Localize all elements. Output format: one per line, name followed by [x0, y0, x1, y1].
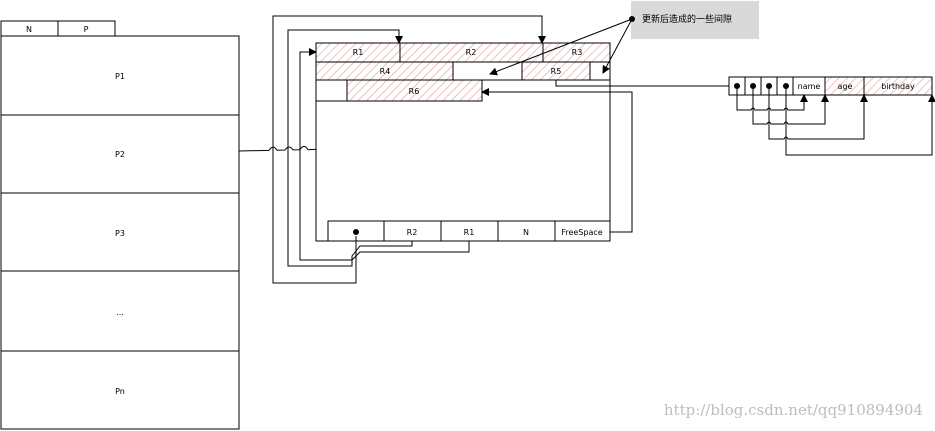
- page-cell-5: [0, 350, 240, 430]
- page-label-1: P1: [115, 72, 125, 81]
- annotation-arrow-2: [602, 18, 633, 74]
- gap-3: [315, 79, 348, 102]
- record-r5-label: R5: [551, 67, 562, 76]
- field-birthday-label: birthday: [881, 82, 915, 91]
- record-format: name age birthday: [728, 76, 935, 156]
- pointer-loop-r3: [272, 15, 546, 284]
- slot-free-space-label: FreeSpace: [561, 228, 602, 237]
- field-name-label: name: [798, 82, 821, 91]
- field-birthday: [863, 76, 933, 96]
- record-r2-label: R2: [466, 48, 477, 57]
- page-list: N P P1 P2 P3 ... Pn: [0, 20, 240, 430]
- offset-dot-3: [766, 83, 772, 89]
- page-label-2: P2: [115, 150, 125, 159]
- slot-pointer-dot: [353, 229, 359, 235]
- record-r1-label: R1: [353, 48, 364, 57]
- watermark: http://blog.csdn.net/qq910894904: [664, 401, 923, 419]
- page-cell-3: [0, 192, 240, 272]
- header-p-label: P: [84, 25, 89, 34]
- field-age-label: age: [838, 82, 853, 91]
- offset-dot-4: [783, 83, 789, 89]
- offset-dot-2: [750, 83, 756, 89]
- offset-loop-2: [752, 89, 829, 125]
- record-format-link: [555, 80, 729, 87]
- pointer-loop-r1: [299, 48, 470, 261]
- slot-free-space: [554, 220, 611, 242]
- slot-r2-label: R2: [407, 228, 418, 237]
- pointer-loops: [272, 15, 729, 284]
- page-cell-4: [0, 270, 240, 352]
- gap-annotation: 更新后造成的一些间隙: [489, 1, 759, 76]
- slot-n-label: N: [523, 228, 529, 237]
- offset-loop-3: [768, 89, 868, 140]
- record-r4-label: R4: [380, 67, 391, 76]
- annotation-arrow-1: [489, 18, 633, 76]
- annotation-note: [631, 1, 759, 39]
- record-r3-label: R3: [572, 48, 583, 57]
- slot-r1-label: R1: [464, 228, 475, 237]
- pointer-loop-free-space: [481, 88, 633, 233]
- annotation-text: 更新后造成的一些间隙: [642, 13, 732, 25]
- page-label-3: P3: [115, 229, 125, 238]
- page-label-4: ...: [116, 308, 124, 317]
- pointer-loop-r2: [287, 29, 413, 267]
- page-cell-2: [0, 114, 240, 194]
- page-detail: R1 R2 R3 R4 R5 R6 R2 R1 N FreeSpace: [315, 42, 611, 242]
- gap-1: [452, 61, 523, 81]
- offset-loop-4: [785, 89, 935, 156]
- page-label-5: Pn: [115, 387, 125, 396]
- record-r6-label: R6: [409, 87, 420, 96]
- offset-dot-1: [734, 83, 740, 89]
- header-n-label: N: [26, 25, 32, 34]
